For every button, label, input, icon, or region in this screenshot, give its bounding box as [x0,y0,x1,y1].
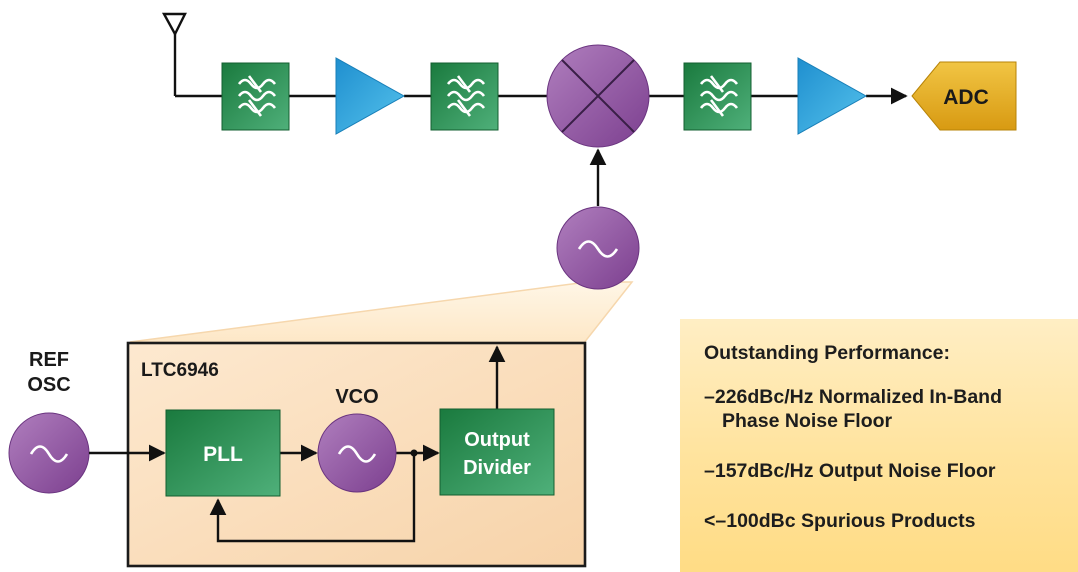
pll-label: PLL [203,443,243,466]
adc-block: ADC [911,61,1017,131]
performance-item-2: –157dBc/Hz Output Noise Floor [704,460,996,482]
sine-wave-icon [337,445,377,463]
performance-item-3: <–100dBc Spurious Products [704,510,976,532]
zoom-cone [129,281,634,349]
performance-item-1-line-1: –226dBc/Hz Normalized In-Band [704,386,1002,408]
performance-callout: Outstanding Performance: –226dBc/Hz Norm… [680,319,1078,572]
amplifier-2 [797,57,868,135]
lo-oscillator [556,206,640,290]
ref-oscillator [8,412,90,494]
amplifier-1 [335,57,406,135]
signal-chain-wires [175,87,908,206]
adc-label: ADC [943,86,989,109]
chip-wires [89,345,506,543]
ref-osc-label-1: REF [29,349,69,371]
vco-label: VCO [335,386,378,408]
output-divider-label-1: Output [464,429,530,451]
chip-name: LTC6946 [141,360,219,381]
performance-title: Outstanding Performance: [704,342,950,364]
output-divider-label-2: Divider [463,457,531,479]
antenna-icon [161,12,187,96]
bandpass-filter-2 [430,62,499,131]
junction-dot [410,449,418,457]
pll-block: PLL [165,409,281,497]
ref-osc-label-2: OSC [27,374,70,396]
output-divider-block: Output Divider [439,408,555,496]
bandpass-filter-3 [683,62,752,131]
performance-item-1-line-2: Phase Noise Floor [722,410,893,432]
vco [317,413,397,493]
sine-wave-icon [577,240,619,258]
sine-wave-icon [29,445,69,463]
bandpass-filter-1 [221,62,290,131]
mixer [546,44,650,148]
